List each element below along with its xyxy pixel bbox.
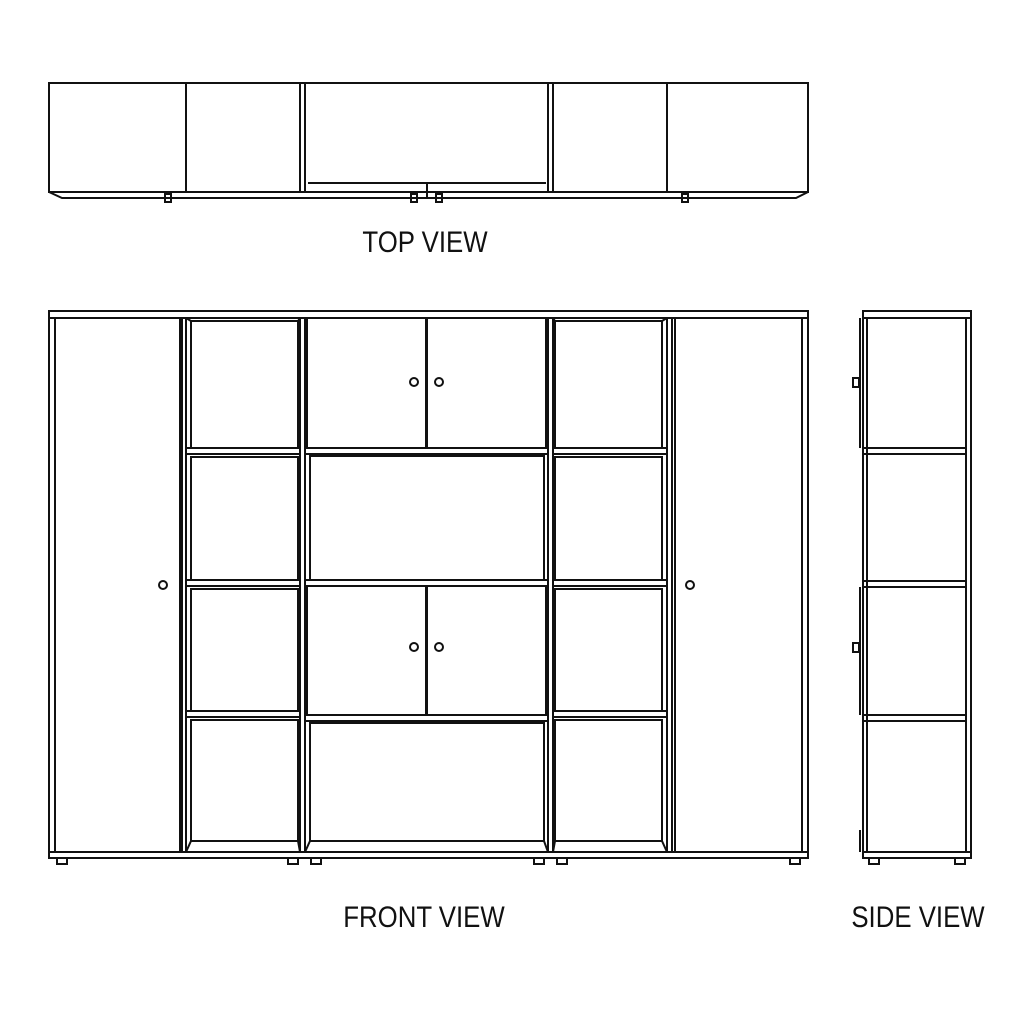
top-view-knob-4 — [682, 194, 688, 202]
front-right-cell-2 — [555, 457, 662, 580]
front-foot-3 — [311, 858, 321, 864]
front-left-cell-3 — [191, 589, 298, 711]
front-left-shelf-column — [186, 318, 305, 852]
side-view — [853, 311, 971, 864]
side-view-label: SIDE VIEW — [851, 901, 985, 934]
top-view-knob-2 — [411, 194, 417, 202]
front-left-cell-2 — [191, 457, 298, 580]
top-view-body — [49, 83, 808, 192]
side-upper-knob — [853, 378, 859, 387]
side-lower-knob — [853, 643, 859, 652]
front-right-cell-1 — [555, 321, 662, 448]
front-left-shelf-3 — [186, 711, 300, 717]
front-center-lower-door-left — [307, 586, 426, 715]
front-left-wardrobe-door — [55, 318, 180, 852]
front-right-cell-4 — [555, 720, 662, 841]
front-left-wardrobe-knob — [159, 581, 167, 589]
front-left-shelf-2 — [186, 580, 300, 586]
front-foot-6 — [790, 858, 800, 864]
side-shelf-2 — [863, 581, 966, 587]
front-right-shelf-3 — [553, 711, 667, 717]
top-view-front-strip — [49, 192, 808, 198]
front-right-shelf-2 — [553, 580, 667, 586]
front-foot-2 — [288, 858, 298, 864]
front-plinth — [49, 852, 808, 858]
side-foot-1 — [869, 858, 879, 864]
front-center-shelf-1 — [305, 448, 548, 454]
side-top-plate — [863, 311, 971, 318]
front-foot-5 — [557, 858, 567, 864]
front-center-lower-knob-right — [435, 643, 443, 651]
front-center-bottom-niche — [310, 723, 544, 841]
front-right-wardrobe-knob — [686, 581, 694, 589]
front-right-shelf-column — [553, 318, 667, 852]
side-shelf-1 — [863, 448, 966, 454]
front-right-shelf-1 — [553, 448, 667, 454]
front-left-cell-1 — [191, 321, 298, 448]
front-center-shelf-3 — [305, 715, 548, 721]
front-left-cell-4 — [191, 720, 298, 841]
front-center-niche — [310, 456, 544, 580]
front-right-wardrobe-door — [675, 318, 802, 852]
front-center-column — [305, 318, 553, 852]
side-shelf-3 — [863, 715, 966, 721]
front-foot-1 — [57, 858, 67, 864]
side-plinth — [863, 852, 971, 858]
front-foot-4 — [534, 858, 544, 864]
front-center-upper-knob-right — [435, 378, 443, 386]
front-center-upper-door-right — [427, 318, 546, 448]
front-view — [49, 311, 808, 864]
top-view — [49, 83, 808, 202]
side-foot-2 — [955, 858, 965, 864]
front-center-lower-door-right — [427, 586, 546, 715]
front-left-shelf-1 — [186, 448, 300, 454]
front-center-upper-knob-left — [410, 378, 418, 386]
front-center-upper-door-left — [307, 318, 426, 448]
front-view-label: FRONT VIEW — [343, 901, 505, 934]
front-center-lower-knob-left — [410, 643, 418, 651]
top-view-label: TOP VIEW — [362, 226, 488, 259]
front-top-plate — [49, 311, 808, 318]
front-right-cell-3 — [555, 589, 662, 711]
top-view-knob-1 — [165, 194, 171, 202]
top-view-knob-3 — [436, 194, 442, 202]
